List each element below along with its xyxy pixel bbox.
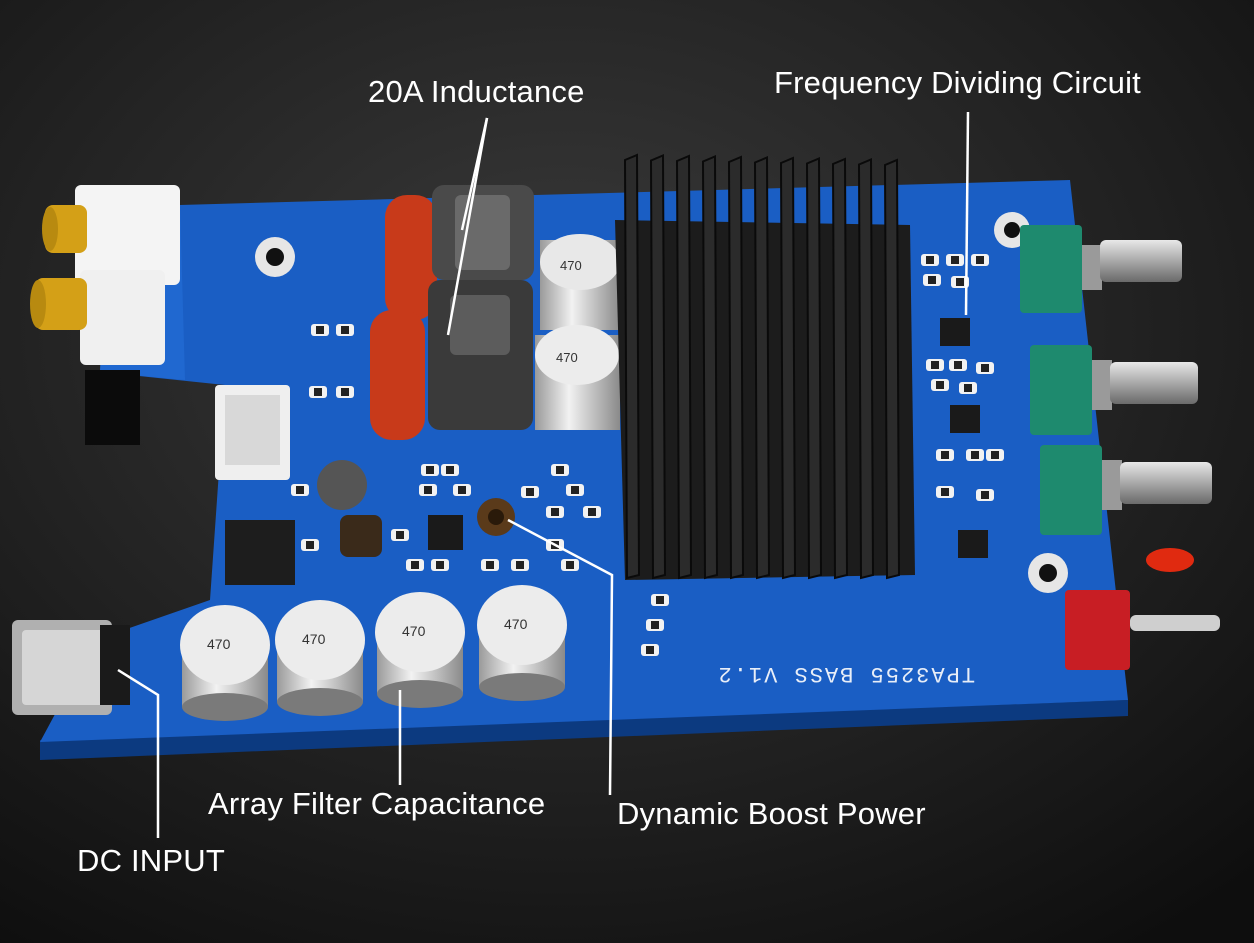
leader-line (117, 668, 160, 838)
capacitor-marking: 470 (402, 623, 426, 639)
callout-20a-inductance: 20A Inductance (368, 74, 585, 109)
inductor (432, 185, 534, 280)
potentiometer (1030, 345, 1198, 435)
dc-input-jack (12, 620, 130, 715)
led (1146, 548, 1194, 572)
capacitor-marking: 470 (504, 616, 528, 632)
leader-line (964, 111, 970, 316)
ic-chip (940, 318, 970, 346)
ic-chip (428, 515, 463, 550)
film-capacitor (385, 195, 437, 320)
callout-array-filter-capacitance: Array Filter Capacitance (208, 786, 546, 821)
rca-jack (30, 270, 165, 365)
capacitor-marking: 470 (556, 350, 578, 365)
pcb-edge (40, 700, 1128, 760)
electrolytic-capacitor: 470 (535, 325, 620, 430)
power-inductor (340, 515, 382, 557)
filter-capacitor: 470 (375, 592, 465, 708)
leader-line (507, 518, 614, 796)
potentiometer (1020, 225, 1182, 313)
regulator-ic (225, 520, 295, 585)
callout-frequency-dividing-circuit: Frequency Dividing Circuit (774, 65, 1141, 100)
filter-capacitor: 470 (477, 585, 567, 701)
callout-dc-input: DC INPUT (77, 843, 225, 878)
capacitor-marking: 470 (302, 631, 326, 647)
callout-dynamic-boost-power: Dynamic Boost Power (617, 796, 926, 831)
electrolytic-capacitor: 470 (540, 234, 620, 330)
film-capacitor (370, 310, 425, 440)
ic-chip (958, 530, 988, 558)
toggle-switch (1065, 590, 1130, 670)
heatsink (615, 153, 915, 580)
mounting-hole (1028, 553, 1068, 593)
leader-lines (117, 111, 970, 838)
small-capacitor (317, 460, 367, 510)
leader-line (446, 117, 489, 336)
filter-capacitor: 470 (180, 605, 270, 721)
filter-capacitor-array: 470 470 470 470 (180, 585, 567, 721)
filter-capacitor: 470 (275, 600, 365, 716)
potentiometer (1040, 445, 1212, 535)
rear-bracket (85, 370, 140, 445)
ic-chip (950, 405, 980, 433)
rca-jack (42, 185, 180, 285)
inductor (428, 280, 533, 430)
mounting-hole (255, 237, 295, 277)
capacitor-marking: 470 (560, 258, 582, 273)
silkscreen-model: TPA3255 BASS V1.2 (717, 661, 975, 686)
smd-components (291, 254, 1004, 656)
capacitor-marking: 470 (207, 636, 231, 652)
